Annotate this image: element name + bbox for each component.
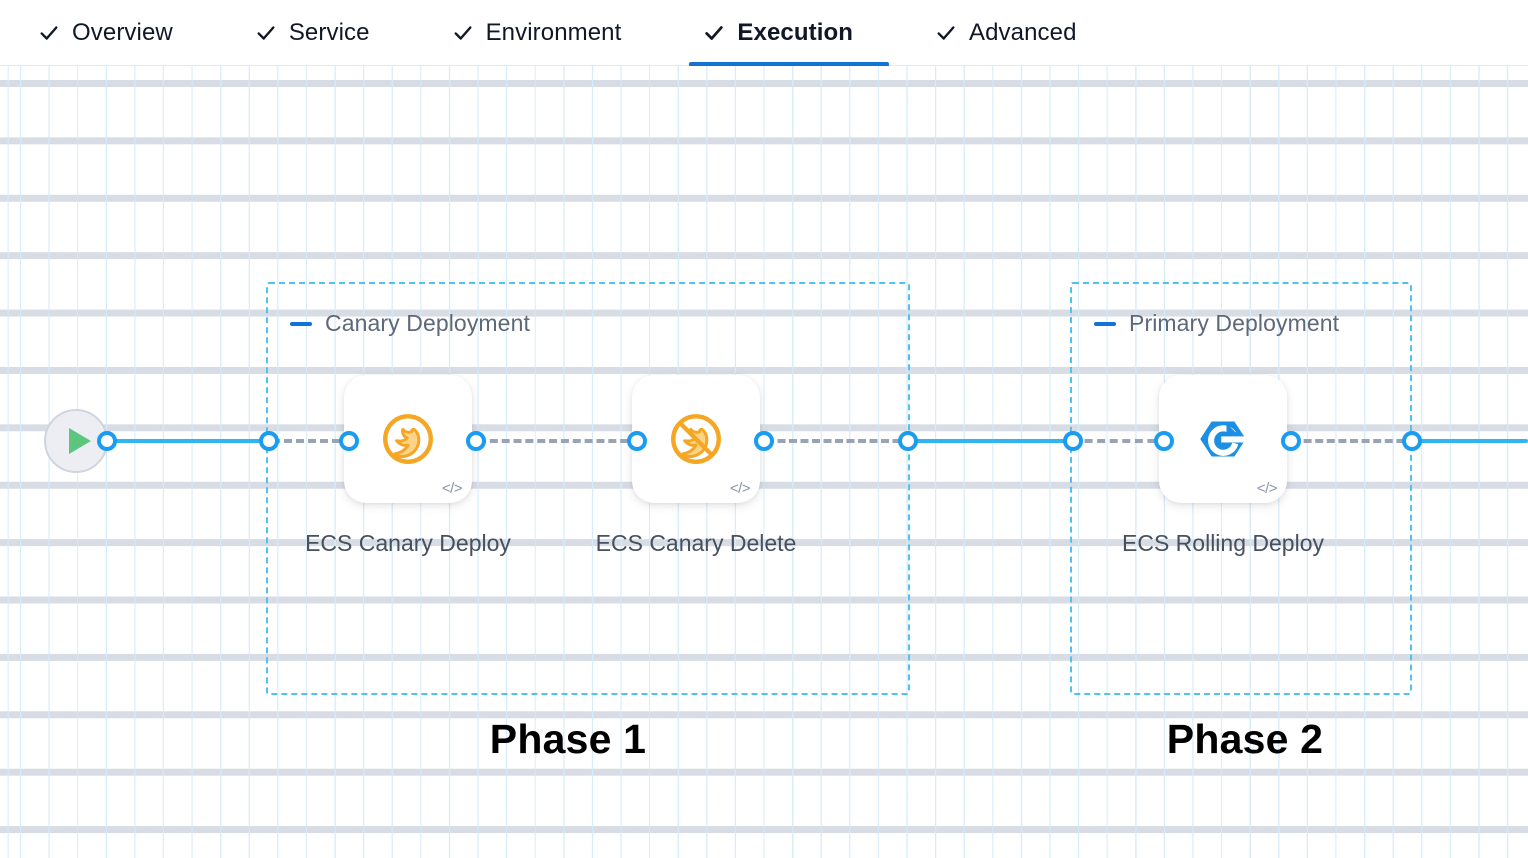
canary-bird-icon — [383, 414, 433, 464]
edge-canary-entry-to-deploy — [272, 439, 352, 443]
node-label: ECS Rolling Deploy — [1122, 530, 1324, 556]
phase-caption-1: Phase 1 — [489, 716, 647, 762]
tab-label: Environment — [485, 18, 622, 46]
group-header: Canary Deployment — [290, 310, 530, 337]
phase-caption-2: Phase 2 — [1166, 716, 1324, 762]
code-badge-icon: </> — [729, 480, 751, 497]
group-title: Primary Deployment — [1129, 310, 1340, 336]
port-primary-group-input[interactable] — [1063, 431, 1083, 451]
minus-icon[interactable] — [290, 321, 312, 326]
tab-environment[interactable]: Environment — [452, 0, 622, 66]
check-icon — [257, 25, 275, 40]
check-icon — [705, 25, 724, 40]
port-canary-delete-input[interactable] — [627, 431, 647, 451]
check-icon — [454, 25, 472, 40]
check-icon — [40, 25, 58, 40]
tab-service[interactable]: Service — [255, 0, 370, 66]
edge-start-to-canary-group — [100, 439, 275, 443]
port-canary-delete-output[interactable] — [754, 431, 774, 451]
edge-deploy-to-delete — [478, 439, 640, 443]
port-rolling-deploy-input[interactable] — [1154, 431, 1174, 451]
edge-canary-to-primary-group — [908, 439, 1076, 443]
code-badge-icon: </> — [1256, 480, 1278, 497]
group-header: Primary Deployment — [1094, 310, 1339, 337]
edge-delete-to-canary-exit — [766, 439, 912, 443]
group-canary-deployment[interactable]: Canary Deployment — [266, 282, 910, 695]
node-card[interactable]: </> — [344, 375, 472, 503]
tab-overview[interactable]: Overview — [38, 0, 173, 66]
tab-execution[interactable]: Execution — [689, 0, 889, 67]
tab-label: Overview — [72, 18, 173, 46]
tab-label: Execution — [737, 18, 853, 46]
edge-primary-entry-to-rolling — [1072, 439, 1168, 443]
port-primary-group-output[interactable] — [1402, 431, 1422, 451]
tab-label: Advanced — [969, 18, 1077, 46]
group-title: Canary Deployment — [325, 310, 530, 336]
port-start-output[interactable] — [97, 431, 117, 451]
play-icon — [68, 428, 91, 454]
tab-advanced[interactable]: Advanced — [935, 0, 1077, 66]
pipeline-canvas[interactable]: Canary Deployment Primary Deployment — [0, 66, 1528, 858]
port-canary-deploy-output[interactable] — [466, 431, 486, 451]
canary-bird-delete-icon — [671, 414, 721, 464]
rolling-deploy-icon — [1200, 421, 1248, 457]
wizard-tab-bar: Overview Service Environment Execution A… — [0, 0, 1528, 67]
port-canary-group-input[interactable] — [259, 431, 279, 451]
edge-primary-group-to-next — [1414, 439, 1528, 443]
node-label: ECS Canary Delete — [595, 530, 797, 556]
group-primary-deployment[interactable]: Primary Deployment — [1070, 282, 1412, 695]
node-label: ECS Canary Deploy — [305, 530, 511, 556]
check-icon — [937, 25, 955, 40]
port-canary-deploy-input[interactable] — [339, 431, 359, 451]
code-badge-icon: </> — [441, 480, 463, 497]
port-canary-group-output[interactable] — [898, 431, 918, 451]
node-card[interactable]: </> — [1159, 375, 1287, 503]
tab-label: Service — [288, 18, 370, 46]
minus-icon[interactable] — [1094, 321, 1116, 326]
port-rolling-deploy-output[interactable] — [1281, 431, 1301, 451]
node-card[interactable]: </> — [632, 375, 760, 503]
edge-rolling-to-primary-exit — [1292, 439, 1416, 443]
